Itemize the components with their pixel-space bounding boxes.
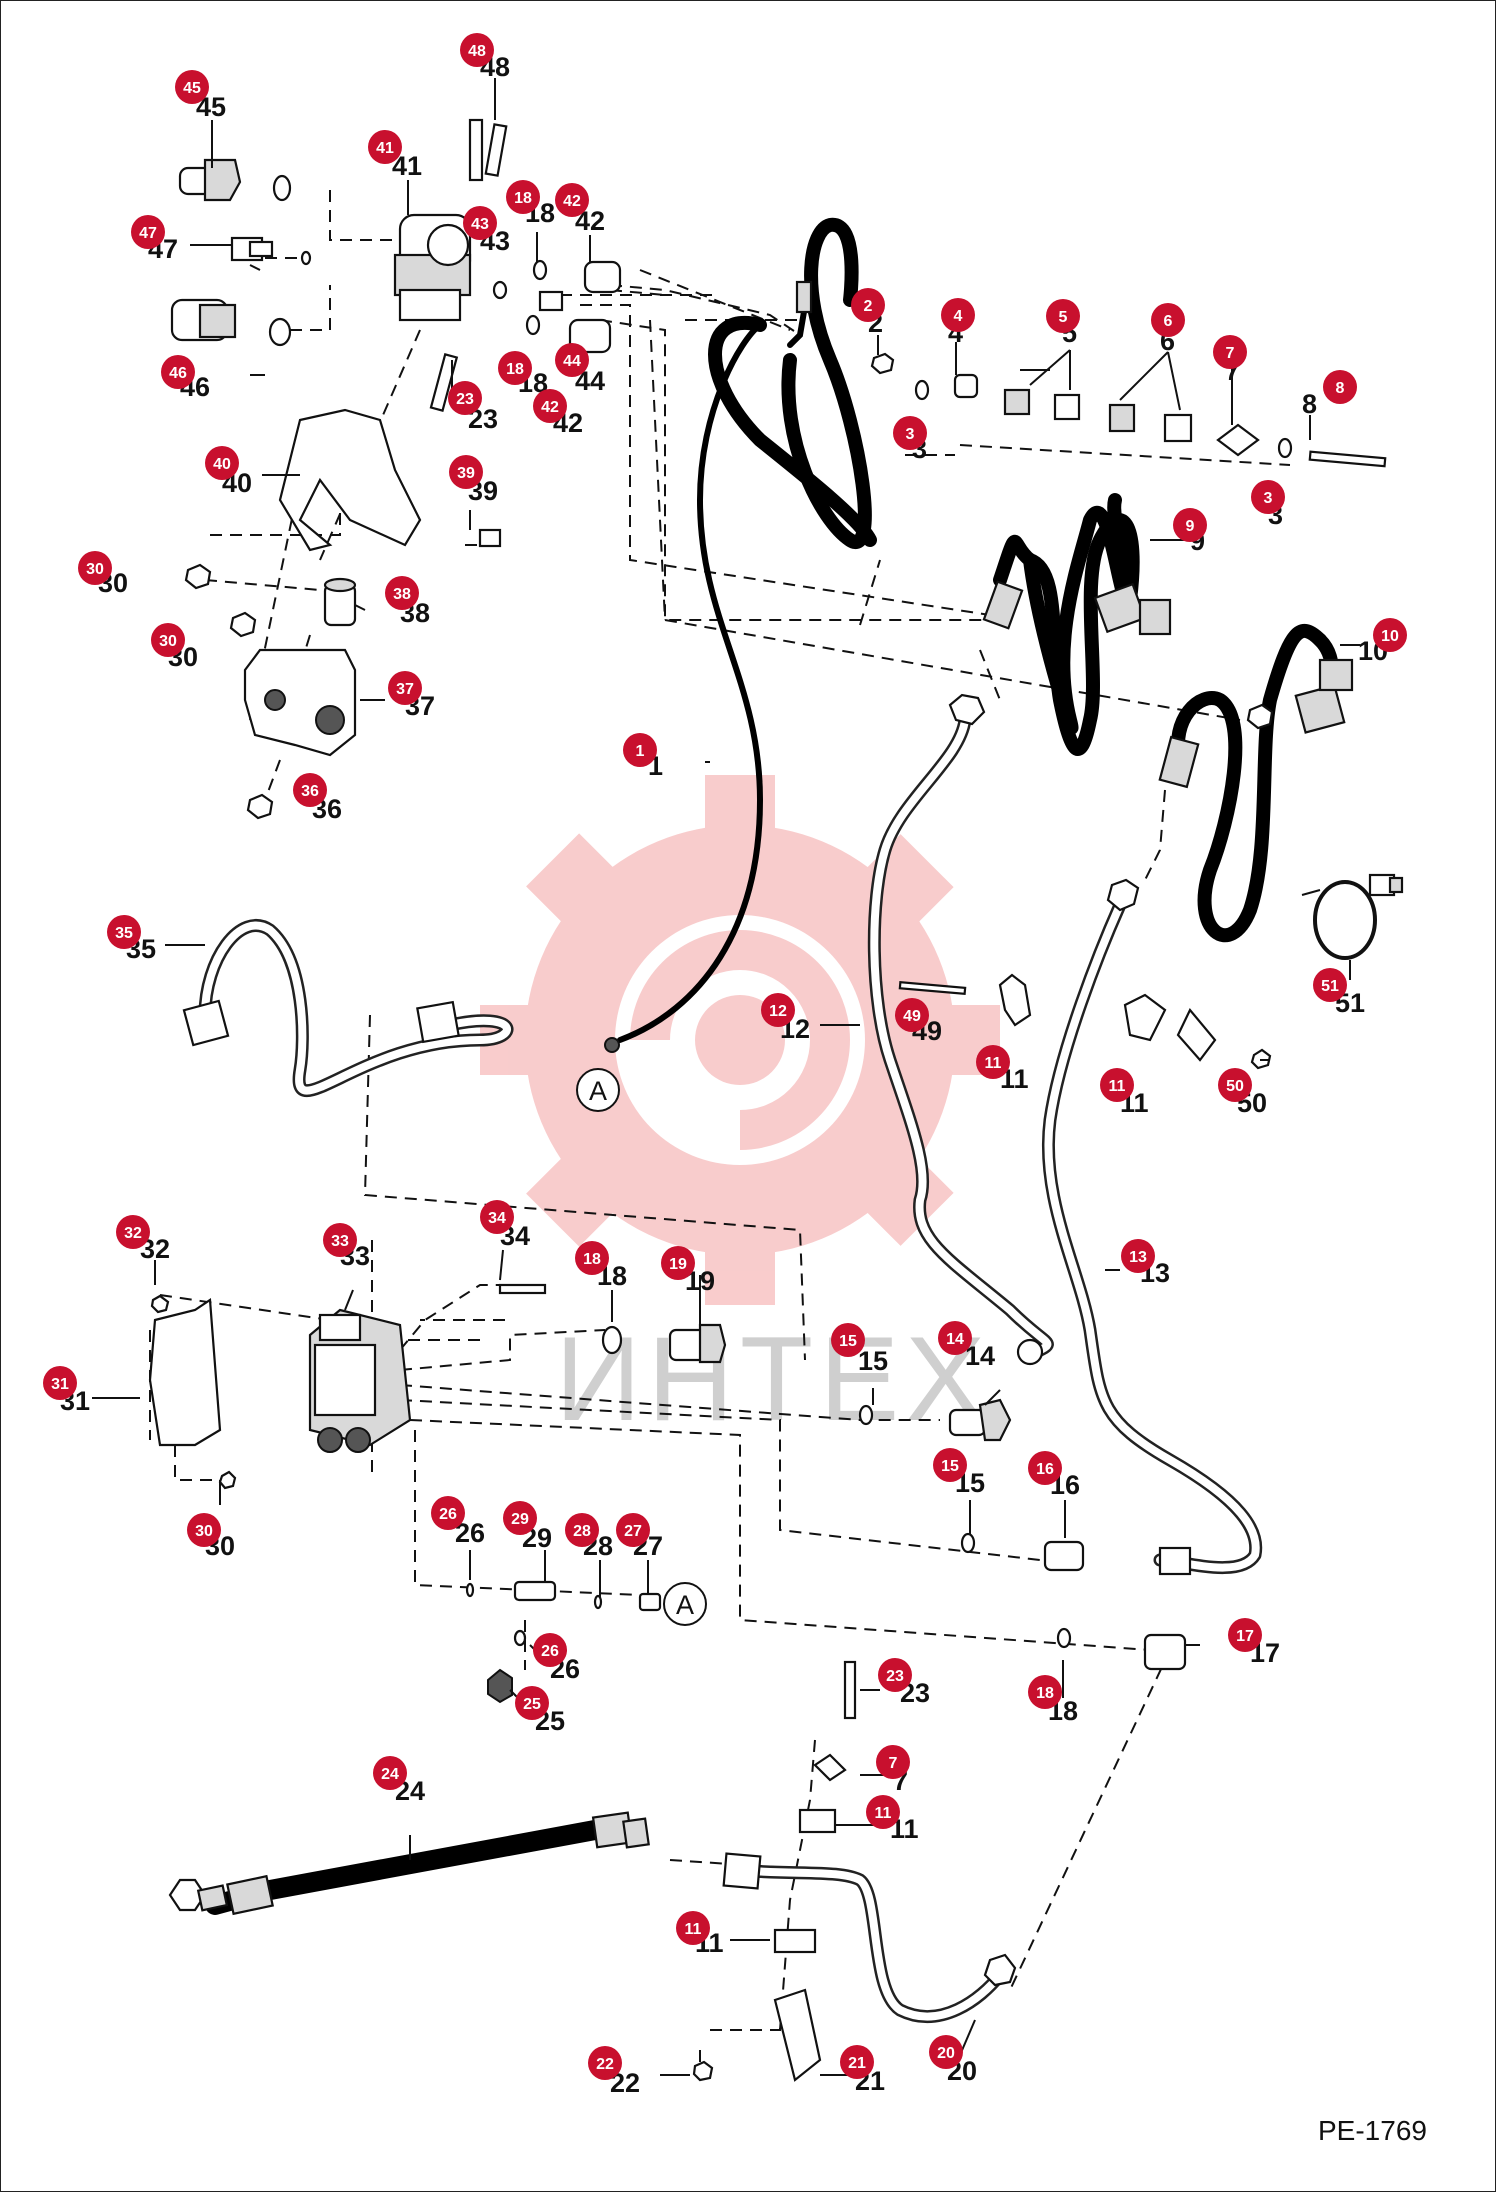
svg-text:7: 7 [889,1755,898,1772]
tube-35 [182,919,514,1097]
nuts-and-bolts-left [150,352,1274,2082]
svg-text:17: 17 [1236,1628,1254,1645]
svg-text:33: 33 [331,1233,349,1250]
svg-text:49: 49 [903,1008,921,1025]
svg-text:23: 23 [886,1668,904,1685]
svg-text:14: 14 [946,1331,964,1348]
svg-text:45: 45 [183,80,201,97]
svg-text:44: 44 [563,353,581,370]
svg-text:11: 11 [985,1055,1002,1072]
svg-text:16: 16 [1036,1461,1054,1478]
svg-text:30: 30 [86,561,104,578]
svg-text:28: 28 [573,1523,591,1540]
svg-text:7: 7 [1226,345,1235,362]
svg-text:20: 20 [937,2045,955,2062]
svg-text:8: 8 [1336,380,1345,397]
hose-24 [168,1811,650,1916]
svg-text:3: 3 [906,426,915,443]
connection-marker-a-top: A [576,1068,620,1112]
svg-text:11: 11 [685,1921,702,1938]
svg-text:18: 18 [514,190,532,207]
svg-text:34: 34 [488,1210,506,1227]
valve-33 [308,1308,412,1453]
svg-text:40: 40 [213,456,231,473]
svg-text:A: A [589,1076,607,1106]
svg-text:46: 46 [169,365,187,382]
svg-text:18: 18 [583,1251,601,1268]
svg-text:23: 23 [456,391,474,408]
hose-1 [604,218,877,1053]
svg-text:41: 41 [376,140,394,157]
clamp-51 [1313,873,1404,960]
bracket-31 [148,1298,222,1447]
svg-text:42: 42 [563,193,581,210]
svg-text:29: 29 [511,1511,529,1528]
svg-text:9: 9 [1186,518,1195,535]
svg-text:18: 18 [506,361,524,378]
svg-text:26: 26 [541,1643,559,1660]
svg-text:18: 18 [1036,1685,1054,1702]
svg-text:21: 21 [848,2055,866,2072]
svg-text:27: 27 [624,1523,642,1540]
label-15a: 15 [858,1346,888,1376]
svg-text:6: 6 [1164,313,1173,330]
svg-text:43: 43 [471,216,489,233]
spacers-and-clamps-right [898,373,1387,1062]
svg-text:10: 10 [1381,628,1399,645]
svg-text:37: 37 [396,681,414,698]
callout-bubbles [43,33,1407,2080]
svg-text:39: 39 [457,465,475,482]
svg-text:2: 2 [864,298,873,315]
svg-text:31: 31 [51,1376,69,1393]
svg-text:A: A [676,1590,694,1620]
spacer-38 [323,577,357,627]
svg-text:25: 25 [523,1696,541,1713]
svg-text:5: 5 [1059,309,1068,326]
svg-text:35: 35 [115,925,133,942]
svg-text:50: 50 [1226,1078,1244,1095]
fittings-middle [465,1283,1187,2082]
tube-13 [1041,878,1263,1576]
svg-text:32: 32 [124,1225,142,1242]
svg-text:38: 38 [393,586,411,603]
svg-text:48: 48 [468,43,486,60]
svg-text:3: 3 [1264,490,1273,507]
svg-text:15: 15 [839,1333,857,1350]
svg-text:1: 1 [636,743,645,760]
svg-text:11: 11 [875,1805,892,1822]
svg-text:30: 30 [159,633,177,650]
svg-text:15: 15 [941,1458,959,1475]
drawing-code: PE-1769 [1318,2115,1427,2146]
tube-12 [867,693,1054,1366]
valve-41 [393,213,472,322]
svg-text:13: 13 [1129,1249,1147,1266]
hose-10 [1158,624,1354,943]
label-14: 14 [965,1341,995,1371]
hose-9 [982,493,1172,756]
connection-marker-a-bottom: A [663,1582,707,1626]
svg-text:19: 19 [669,1256,687,1273]
svg-text:12: 12 [769,1003,787,1020]
tube-20 [722,1852,1017,2023]
svg-text:22: 22 [596,2056,614,2073]
svg-text:24: 24 [381,1766,399,1783]
bracket-40 [278,408,422,552]
watermark-text: ИНТЕХ [555,1312,991,1446]
svg-text:42: 42 [541,399,559,416]
svg-text:4: 4 [954,308,963,325]
callout-bubble-numbers: 48 45 41 18 42 43 47 46 18 44 42 23 2 4 … [51,43,1399,2073]
svg-text:47: 47 [139,225,157,242]
label-8: 8 [1302,389,1317,419]
svg-text:26: 26 [439,1506,457,1523]
svg-text:36: 36 [301,783,319,800]
svg-text:30: 30 [195,1523,213,1540]
small-fittings-top [170,118,622,412]
watermark-logo [480,775,1000,1305]
bracket-37 [243,648,357,757]
svg-text:51: 51 [1321,978,1339,995]
svg-text:11: 11 [1109,1078,1126,1095]
